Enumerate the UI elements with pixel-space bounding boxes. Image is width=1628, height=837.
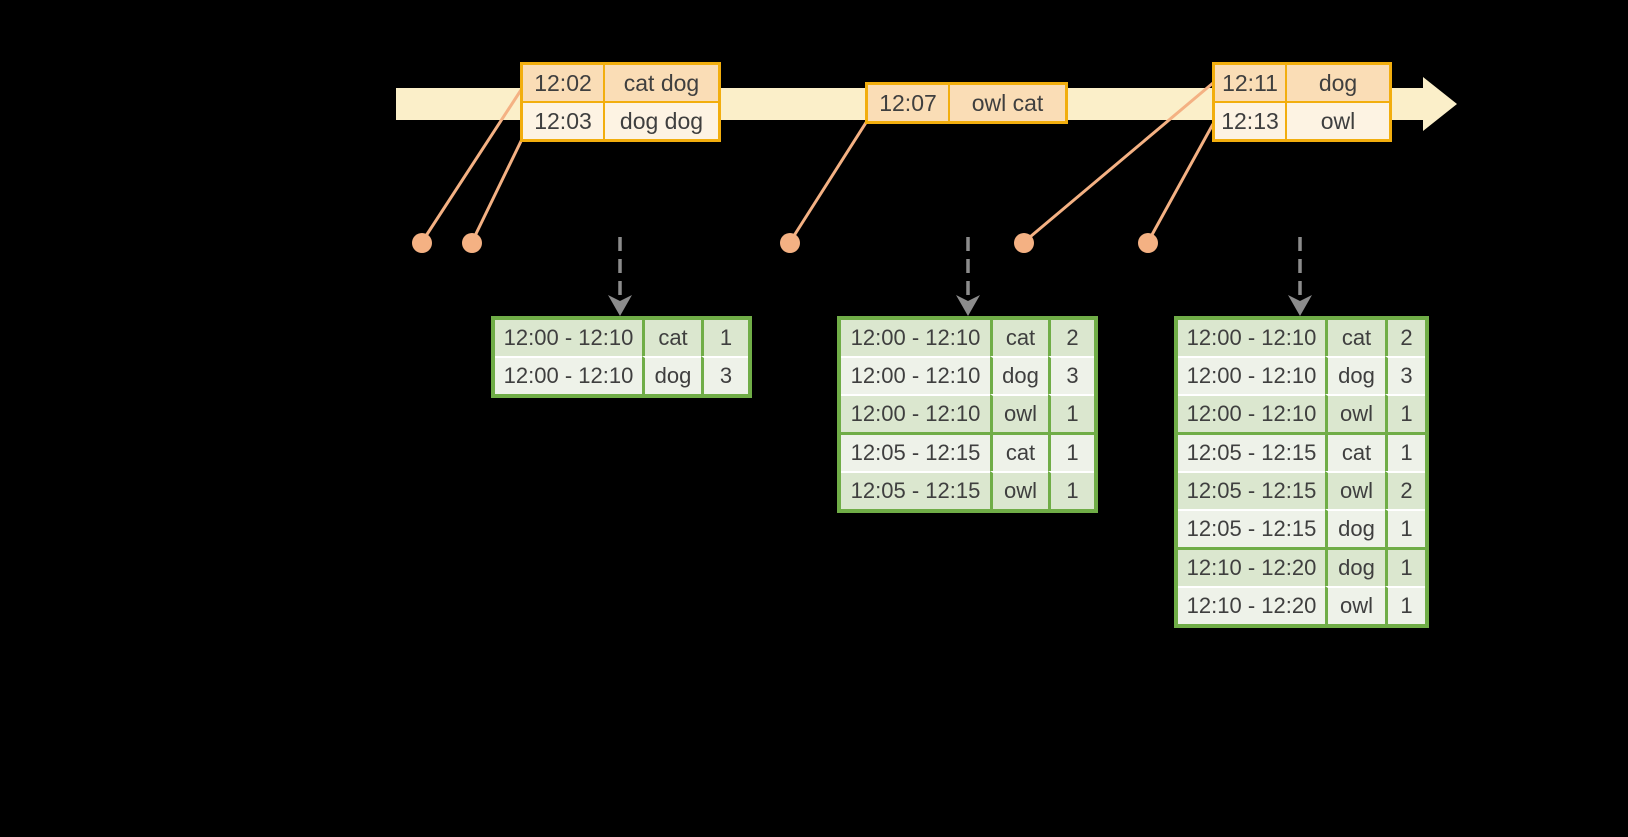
result-window: 12:00 - 12:10	[1178, 320, 1325, 356]
result-word: cat	[1325, 320, 1385, 356]
event-dot	[780, 233, 800, 253]
result-row: 12:00 - 12:10 cat 1	[495, 320, 748, 356]
result-window: 12:05 - 12:15	[1178, 471, 1325, 509]
result-count: 1	[1048, 471, 1094, 509]
result-count: 1	[1385, 547, 1425, 586]
event-dot	[462, 233, 482, 253]
result-window: 12:10 - 12:20	[1178, 586, 1325, 624]
result-count: 2	[1048, 320, 1094, 356]
result-table-1: 12:00 - 12:10 cat 1 12:00 - 12:10 dog 3	[491, 316, 752, 398]
result-window: 12:00 - 12:10	[841, 394, 990, 432]
event-time: 12:13	[1215, 101, 1285, 139]
event-table-1: 12:02 cat dog 12:03 dog dog	[520, 62, 721, 142]
result-row: 12:10 - 12:20 dog 1	[1178, 547, 1425, 586]
result-row: 12:00 - 12:10 dog 3	[1178, 356, 1425, 394]
result-word: dog	[1325, 356, 1385, 394]
result-count: 1	[1385, 432, 1425, 471]
event-words: dog	[1285, 65, 1389, 101]
event-words: owl	[1285, 101, 1389, 139]
result-row: 12:00 - 12:10 owl 1	[1178, 394, 1425, 432]
result-window: 12:05 - 12:15	[1178, 509, 1325, 547]
result-row: 12:05 - 12:15 cat 1	[1178, 432, 1425, 471]
event-connector-line	[420, 89, 523, 243]
event-connector-lines	[420, 81, 1215, 244]
result-word: dog	[642, 356, 701, 394]
result-window: 12:05 - 12:15	[1178, 432, 1325, 471]
result-window: 12:00 - 12:10	[841, 320, 990, 356]
result-window: 12:05 - 12:15	[841, 471, 990, 509]
result-row: 12:00 - 12:10 cat 2	[841, 320, 1094, 356]
result-count: 2	[1385, 320, 1425, 356]
result-word: cat	[990, 432, 1048, 471]
result-count: 3	[1048, 356, 1094, 394]
result-row: 12:10 - 12:20 owl 1	[1178, 586, 1425, 624]
event-time: 12:07	[868, 85, 948, 121]
result-word: owl	[1325, 471, 1385, 509]
result-count: 1	[701, 320, 748, 356]
event-words: dog dog	[603, 101, 718, 139]
event-connector-line	[1146, 123, 1215, 243]
event-words: cat dog	[603, 65, 718, 101]
result-window: 12:00 - 12:10	[841, 356, 990, 394]
result-count: 2	[1385, 471, 1425, 509]
event-time: 12:03	[523, 101, 603, 139]
result-count: 1	[1048, 394, 1094, 432]
trigger-arrowhead-icon	[956, 295, 980, 316]
result-window: 12:05 - 12:15	[841, 432, 990, 471]
event-dot	[1014, 233, 1034, 253]
result-table-2: 12:00 - 12:10 cat 2 12:00 - 12:10 dog 3 …	[837, 316, 1098, 513]
result-word: dog	[990, 356, 1048, 394]
event-time: 12:11	[1215, 65, 1285, 101]
result-window: 12:00 - 12:10	[1178, 394, 1325, 432]
result-word: cat	[642, 320, 701, 356]
result-count: 1	[1385, 586, 1425, 624]
event-row: 12:11 dog	[1215, 65, 1389, 101]
trigger-arrowhead-icon	[608, 295, 632, 316]
result-row: 12:00 - 12:10 cat 2	[1178, 320, 1425, 356]
event-table-2: 12:07 owl cat	[865, 82, 1068, 124]
event-dot	[1138, 233, 1158, 253]
result-word: cat	[990, 320, 1048, 356]
event-dots	[412, 233, 1158, 253]
event-connector-line	[788, 120, 869, 243]
event-connector-line	[1023, 81, 1214, 244]
result-table-3: 12:00 - 12:10 cat 2 12:00 - 12:10 dog 3 …	[1174, 316, 1429, 628]
result-count: 3	[1385, 356, 1425, 394]
result-word: cat	[1325, 432, 1385, 471]
result-row: 12:05 - 12:15 cat 1	[841, 432, 1094, 471]
result-word: owl	[1325, 586, 1385, 624]
result-word: owl	[990, 471, 1048, 509]
event-words: owl cat	[948, 85, 1065, 121]
event-row: 12:07 owl cat	[868, 85, 1065, 121]
result-count: 1	[1048, 432, 1094, 471]
event-dot	[412, 233, 432, 253]
result-row: 12:05 - 12:15 owl 1	[841, 471, 1094, 509]
event-row: 12:02 cat dog	[523, 65, 718, 101]
result-count: 1	[1385, 509, 1425, 547]
result-word: owl	[1325, 394, 1385, 432]
result-word: dog	[1325, 547, 1385, 586]
event-connector-line	[470, 134, 526, 243]
trigger-arrows	[608, 237, 1312, 316]
result-row: 12:00 - 12:10 dog 3	[495, 356, 748, 394]
result-window: 12:10 - 12:20	[1178, 547, 1325, 586]
result-word: owl	[990, 394, 1048, 432]
result-word: dog	[1325, 509, 1385, 547]
event-row: 12:13 owl	[1215, 101, 1389, 139]
result-window: 12:00 - 12:10	[495, 320, 642, 356]
result-window: 12:00 - 12:10	[1178, 356, 1325, 394]
result-row: 12:00 - 12:10 dog 3	[841, 356, 1094, 394]
result-row: 12:05 - 12:15 dog 1	[1178, 509, 1425, 547]
result-row: 12:00 - 12:10 owl 1	[841, 394, 1094, 432]
result-count: 1	[1385, 394, 1425, 432]
event-table-3: 12:11 dog 12:13 owl	[1212, 62, 1392, 142]
result-row: 12:05 - 12:15 owl 2	[1178, 471, 1425, 509]
result-window: 12:00 - 12:10	[495, 356, 642, 394]
result-count: 3	[701, 356, 748, 394]
trigger-arrowhead-icon	[1288, 295, 1312, 316]
event-row: 12:03 dog dog	[523, 101, 718, 139]
event-time: 12:02	[523, 65, 603, 101]
